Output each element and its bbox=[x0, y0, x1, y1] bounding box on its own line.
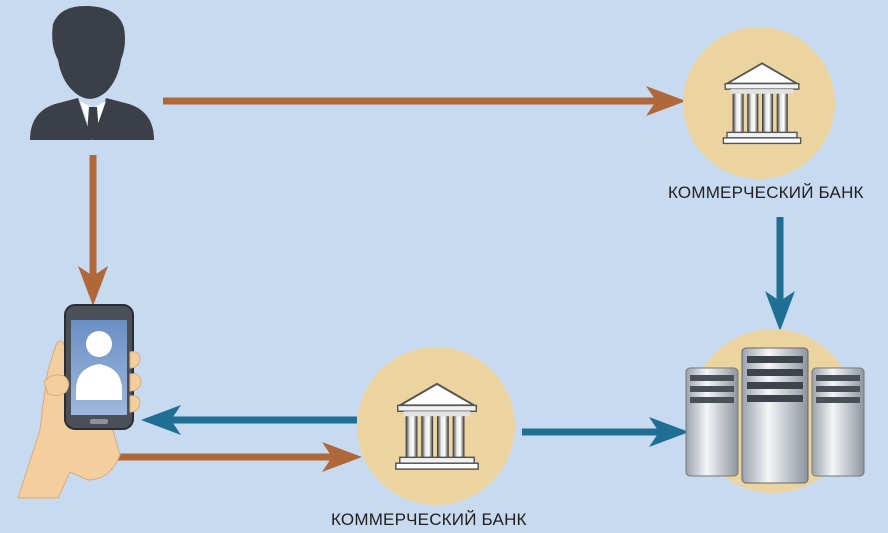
arrow-bank-bottom-to-phone bbox=[141, 405, 357, 435]
arrow-person-to-bank-top bbox=[163, 86, 686, 116]
arrow-person-to-phone bbox=[78, 155, 108, 306]
bank-icon-bottom bbox=[357, 347, 515, 505]
bank-label-bottom: КОММЕРЧЕСКИЙ БАНК bbox=[331, 510, 527, 529]
bank-icon-top bbox=[683, 27, 835, 179]
person-icon bbox=[30, 5, 154, 140]
arrow-bank-bottom-to-server bbox=[522, 417, 689, 447]
arrow-bank-top-to-server bbox=[765, 217, 795, 331]
smartphone-icon bbox=[17, 304, 142, 499]
server-icon bbox=[685, 329, 865, 493]
bank-label-top: КОММЕРЧЕСКИЙ БАНК bbox=[668, 183, 864, 202]
